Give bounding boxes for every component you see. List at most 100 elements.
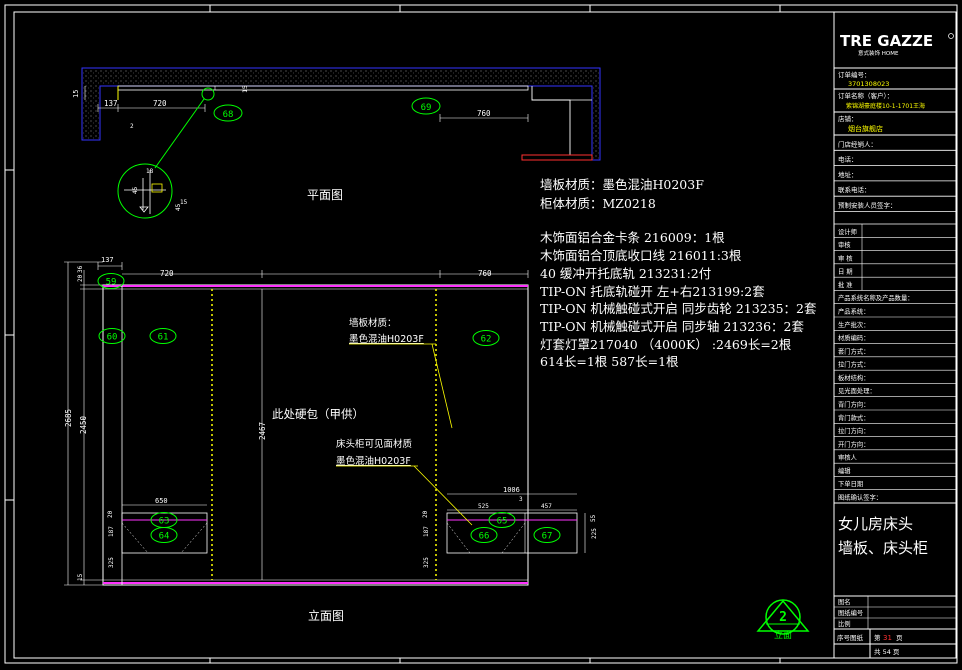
svg-text:68: 68 — [223, 110, 234, 120]
marker-67: 67 — [533, 527, 561, 543]
marker-66: 66 — [470, 527, 498, 543]
callout-wall-leader — [431, 343, 453, 429]
tb-middle-row-4: 批 准 — [838, 280, 853, 289]
plan-dim-15b: 15 — [241, 85, 249, 93]
elev-dim-36: 36 — [77, 265, 84, 273]
tb-middle-row-9: 套门方式： — [838, 346, 869, 355]
svg-text:64: 64 — [159, 532, 170, 542]
plan-sill — [521, 154, 593, 161]
spec-line-3: 木饰面铝合金卡条 216009：1根 — [540, 230, 725, 245]
elevation-markers: 59 60 61 62 63 64 65 66 67 — [97, 273, 561, 543]
elev-dim-720: 720 — [160, 269, 174, 278]
cab-left-dim-325: 325 — [108, 557, 115, 568]
tb-lower-row-1: 图纸编号 — [838, 608, 863, 617]
right-bedside-cabinet — [446, 512, 578, 554]
cab-right-dim-225: 225 — [591, 528, 598, 539]
elev-dim-20: 20 — [77, 274, 84, 282]
plan-view: 15 137 720 15 760 2 68 69 18 45 15 45 平面… — [72, 67, 601, 219]
svg-text:69: 69 — [421, 103, 432, 113]
tb-middle-row-16: 开门方向： — [838, 439, 869, 448]
brand-subtitle: 意式装饰 HOME — [858, 49, 899, 57]
cab-right-dim-187: 187 — [423, 526, 430, 537]
tb-middle-row-12: 见光面处理： — [838, 386, 876, 395]
marker-62: 62 — [472, 330, 500, 346]
cab-right-dim-3: 3 — [519, 496, 523, 503]
svg-text:67: 67 — [542, 532, 553, 542]
callout-wall-label: 墙板材质： — [349, 317, 397, 329]
spec-line-5: 40 缓冲开托底轨 213231:2付 — [540, 266, 711, 281]
elev-dim-137: 137 — [101, 256, 114, 264]
marker-64: 64 — [150, 527, 178, 543]
plan-bay-outline — [522, 86, 571, 156]
customer-name: 紫锦湖豪庭楼10-1-1701王海 — [846, 102, 925, 110]
elev-dim-2685: 2685 — [64, 409, 73, 427]
tb-middle-row-15: 拉门方向： — [838, 426, 869, 435]
detail-dim-18: 18 — [146, 168, 154, 175]
tb-middle-row-11: 板材结构： — [838, 373, 869, 382]
elevation-view: 137 720 760 20 36 2685 2450 15 2467 650 … — [64, 256, 810, 641]
marker-65: 65 — [488, 512, 516, 528]
detail-dim-15: 15 — [180, 199, 188, 206]
tb-upper-row-2: 地址： — [838, 170, 858, 179]
cab-right-dim-457: 457 — [541, 503, 552, 510]
tb-middle-row-14: 背门款式： — [838, 413, 869, 422]
svg-text:63: 63 — [159, 517, 170, 527]
drawing-title-line2: 墙板、床头柜 — [838, 539, 928, 557]
registered-icon — [948, 33, 954, 39]
plan-marker-68: 68 — [213, 104, 243, 122]
tb-middle-row-0: 设计师 — [838, 227, 857, 236]
cab-left-dim-20: 20 — [107, 510, 114, 518]
detail-circle — [117, 163, 173, 219]
title-block-upper-rows: 门店经销人：电话：地址：联系电话：预制安装人员签字： — [834, 139, 956, 212]
tb-upper-row-4: 预制安装人员签字： — [838, 201, 897, 210]
svg-text:66: 66 — [479, 532, 490, 542]
callout-cab-leader — [413, 465, 473, 526]
svg-text:2: 2 — [779, 610, 787, 625]
plan-dim-720: 720 — [153, 99, 167, 108]
spec-line-2: 柜体材质：MZ0218 — [540, 196, 656, 211]
store-label: 店铺： — [838, 114, 858, 123]
tb-middle-row-5: 产品系统名称及产品数量： — [838, 293, 914, 302]
spec-line-6: TIP-ON 托底轨碰开 左+右213199:2套 — [540, 284, 765, 299]
spec-line-8: TIP-ON 机械触碰式开启 同步轴 213236：2套 — [540, 319, 805, 334]
plan-dim-small: 2 — [130, 123, 134, 130]
marker-59: 59 — [97, 273, 125, 289]
elev-dim-760: 760 — [478, 269, 492, 278]
elev-dim-15: 15 — [77, 573, 84, 581]
detail-dim-45: 45 — [132, 186, 139, 194]
plan-dim-15: 15 — [72, 90, 80, 98]
callout-cab-label: 床头柜可见面材质 — [336, 438, 413, 450]
border-ticks — [5, 5, 781, 663]
cab-right-dim-325: 325 — [423, 557, 430, 568]
svg-text:61: 61 — [158, 333, 169, 343]
spec-line-1: 墙板材质：墨色混油H0203F — [540, 177, 704, 192]
store-name: 烟台旗舰店 — [848, 124, 883, 133]
tb-middle-row-2: 审 核 — [838, 253, 853, 262]
title-block: TRE GAZZE 意式装饰 HOME 订单编号： 3701308023 订单名… — [833, 12, 956, 658]
elev-dim-2467: 2467 — [258, 422, 267, 440]
svg-text:60: 60 — [107, 333, 118, 343]
marker-61: 61 — [149, 328, 177, 344]
sheet-number: 31 — [883, 634, 892, 642]
tb-upper-row-1: 电话： — [838, 155, 858, 164]
customer-label: 订单名称（客户）： — [838, 91, 893, 100]
tb-middle-row-8: 材质编码： — [838, 333, 869, 342]
sheet-prefix: 序号图纸 — [837, 633, 864, 642]
sheet-unit: 页 — [896, 634, 903, 642]
elevation-title: 立面图 — [308, 608, 344, 623]
elevation-left-dims — [64, 261, 529, 586]
tb-middle-row-10: 拉门方式： — [838, 360, 869, 369]
tb-middle-row-1: 审核 — [838, 240, 851, 249]
order-label: 订单编号： — [838, 70, 871, 79]
view-marker: 2 立面 — [756, 599, 810, 641]
spec-line-9: 灯套灯罩217040 （4000K） :2469长=2根 — [540, 337, 792, 352]
plan-title: 平面图 — [307, 188, 343, 202]
tb-lower-row-0: 图名 — [838, 597, 851, 606]
plan-wall-panel — [117, 85, 529, 91]
cab-right-dim-1006: 1006 — [503, 486, 520, 494]
center-note: 此处硬包（甲供） — [272, 407, 364, 421]
plan-dimension-lines — [84, 86, 529, 122]
tb-middle-row-18: 编辑 — [838, 466, 851, 475]
cab-right-dim-525: 525 — [478, 503, 489, 510]
